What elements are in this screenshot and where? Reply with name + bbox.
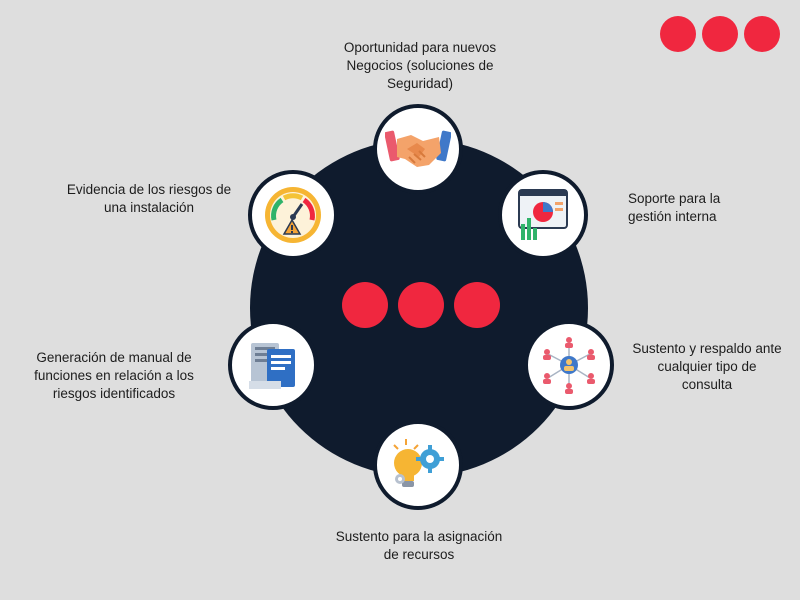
node-gauge <box>248 170 338 260</box>
node-dashboard <box>498 170 588 260</box>
label-internal-management: Soporte para la gestión interna <box>628 191 721 224</box>
center-dot <box>454 282 500 328</box>
label-resource-allocation: Sustento para la asignación de recursos <box>335 529 503 562</box>
label-risk-evidence: Evidencia de los riesgos de una instalac… <box>66 182 232 215</box>
node-handshake <box>373 104 463 194</box>
dashboard-chart-icon <box>518 189 568 240</box>
handshake-icon <box>385 130 451 167</box>
decor-dot <box>660 16 696 52</box>
label-support-consulting: Sustento y respaldo ante cualquier tipo … <box>632 341 782 392</box>
gauge-warning-icon <box>265 187 321 243</box>
center-dot <box>398 282 444 328</box>
node-documents <box>228 320 318 410</box>
node-network <box>524 320 614 410</box>
label-opportunity: Oportunidad para nuevos Negocios (soluci… <box>343 40 497 91</box>
decor-dot <box>744 16 780 52</box>
decor-dot <box>702 16 738 52</box>
documents-icon <box>249 343 295 389</box>
node-lightbulb <box>373 420 463 510</box>
label-manual-generation: Generación de manual de funciones en rel… <box>34 350 194 401</box>
center-dot <box>342 282 388 328</box>
network-people-icon <box>543 337 595 394</box>
lightbulb-gears-icon <box>393 439 444 487</box>
